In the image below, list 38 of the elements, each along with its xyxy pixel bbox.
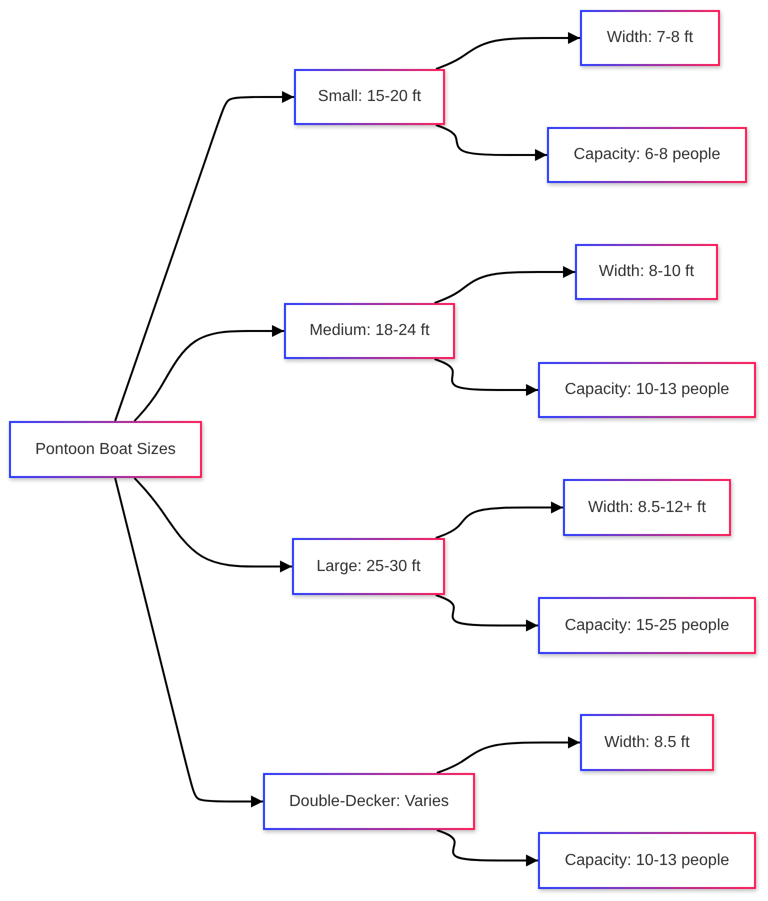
node-label: Capacity: 6-8 people bbox=[574, 146, 720, 164]
process-box bbox=[580, 714, 714, 771]
arrow bbox=[434, 358, 538, 396]
arrow bbox=[134, 477, 292, 572]
arrow bbox=[436, 124, 547, 161]
node-label: Medium: 18-24 ft bbox=[309, 322, 430, 340]
arrow bbox=[436, 829, 538, 866]
process-box bbox=[547, 127, 747, 183]
process-box bbox=[292, 538, 445, 595]
node-label: Pontoon Boat Sizes bbox=[35, 440, 176, 458]
process-box bbox=[580, 10, 720, 66]
node-label: Large: 25-30 ft bbox=[316, 558, 421, 576]
arrow bbox=[435, 594, 538, 632]
node-label: Width: 8.5 ft bbox=[604, 734, 690, 752]
process-box bbox=[575, 244, 718, 300]
process-box bbox=[563, 479, 731, 536]
process-box bbox=[9, 421, 202, 478]
process-box bbox=[284, 303, 455, 359]
node-label: Double-Decker: Varies bbox=[289, 792, 449, 810]
node-label: Width: 8-10 ft bbox=[598, 263, 694, 281]
node-label: Capacity: 15-25 people bbox=[564, 616, 730, 634]
arrow bbox=[435, 502, 563, 539]
process-box bbox=[538, 597, 756, 654]
process-box bbox=[538, 362, 756, 418]
arrow bbox=[134, 325, 284, 422]
process-box bbox=[538, 832, 756, 889]
node-label: Width: 7-8 ft bbox=[606, 29, 694, 47]
process-box bbox=[263, 773, 475, 830]
arrow bbox=[114, 478, 263, 808]
arrow bbox=[434, 266, 575, 304]
node-label: Width: 8.5-12+ ft bbox=[588, 498, 706, 516]
node-label: Small: 15-20 ft bbox=[318, 88, 422, 106]
node-label: Capacity: 10-13 people bbox=[564, 381, 730, 399]
arrow bbox=[436, 32, 580, 70]
process-box bbox=[294, 69, 445, 125]
arrow bbox=[436, 736, 580, 774]
node-label: Capacity: 10-13 people bbox=[564, 852, 730, 870]
arrow bbox=[114, 91, 294, 422]
